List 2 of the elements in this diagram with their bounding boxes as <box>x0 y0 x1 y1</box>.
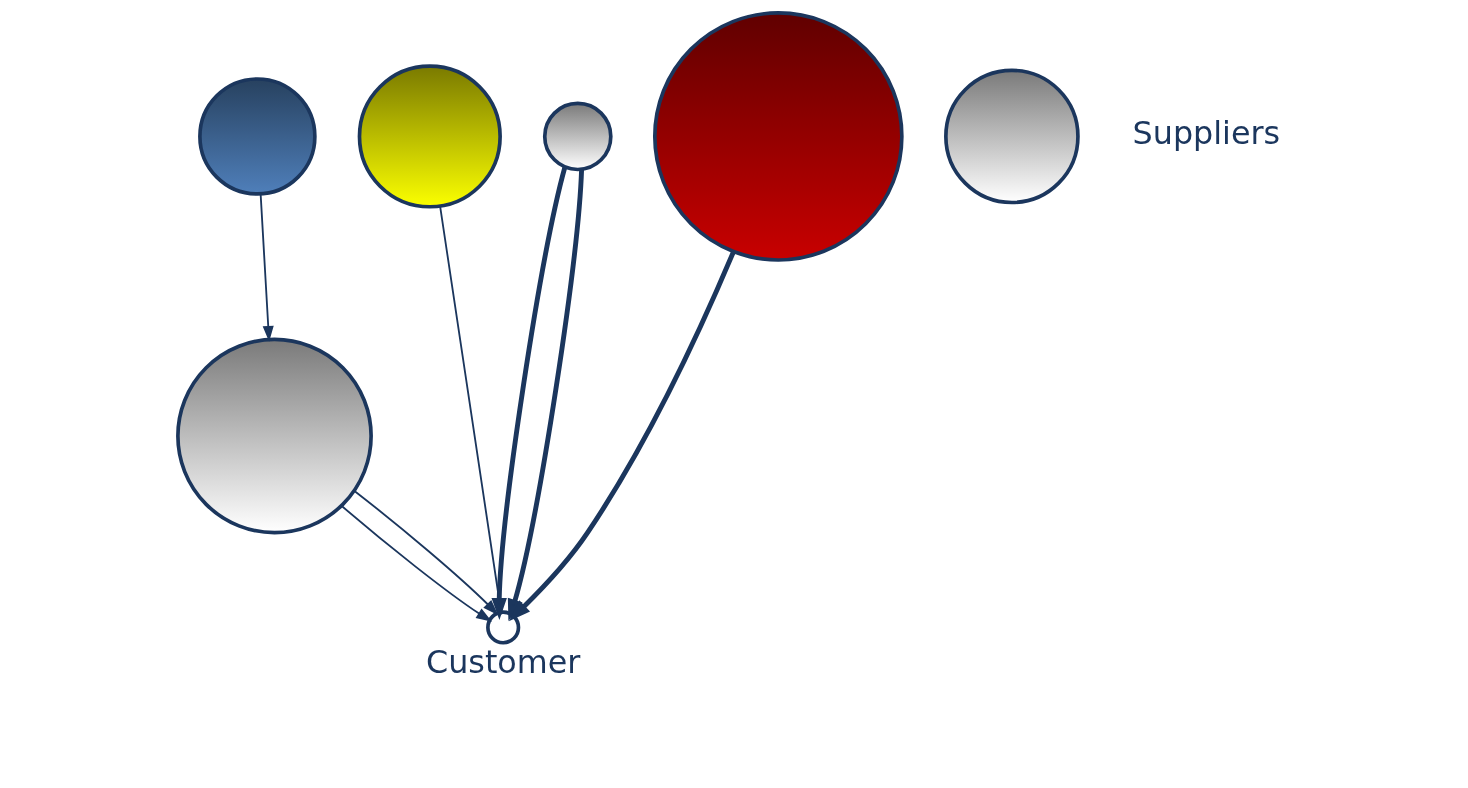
label: Suppliers <box>1132 114 1281 152</box>
node-label: Customer <box>425 643 581 681</box>
